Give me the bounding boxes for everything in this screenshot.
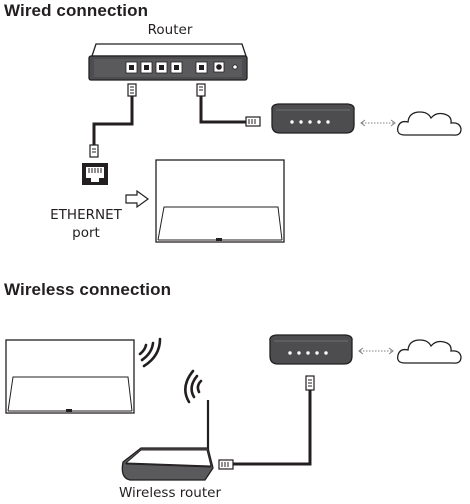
modem-icon xyxy=(271,103,355,134)
router-label: Router xyxy=(147,22,193,38)
ethernet-label: ETHERNET xyxy=(50,207,122,223)
wifi-signal-icon xyxy=(138,337,162,368)
internet-link-arrow-wireless xyxy=(358,347,394,355)
wireless-router-cable xyxy=(218,375,315,470)
port-label: port xyxy=(72,225,100,241)
tv-icon xyxy=(155,159,285,243)
cloud-icon-wireless xyxy=(397,339,462,364)
arrow-right-icon xyxy=(125,189,150,209)
wireless-router-icon xyxy=(121,400,214,481)
ethernet-port-icon xyxy=(82,163,108,185)
wireless-connection-heading: Wireless connection xyxy=(4,280,172,299)
wifi-signal-icon-router xyxy=(184,369,203,404)
router-icon xyxy=(88,43,248,81)
ethernet-cable xyxy=(89,83,137,158)
modem-icon-wireless xyxy=(269,334,353,365)
tv-icon-wireless xyxy=(5,339,135,414)
wireless-router-label: Wireless router xyxy=(119,485,221,501)
internet-link-arrow xyxy=(360,119,396,127)
cloud-icon xyxy=(397,111,462,136)
wired-connection-heading: Wired connection xyxy=(4,1,149,20)
wan-cable xyxy=(196,83,261,127)
